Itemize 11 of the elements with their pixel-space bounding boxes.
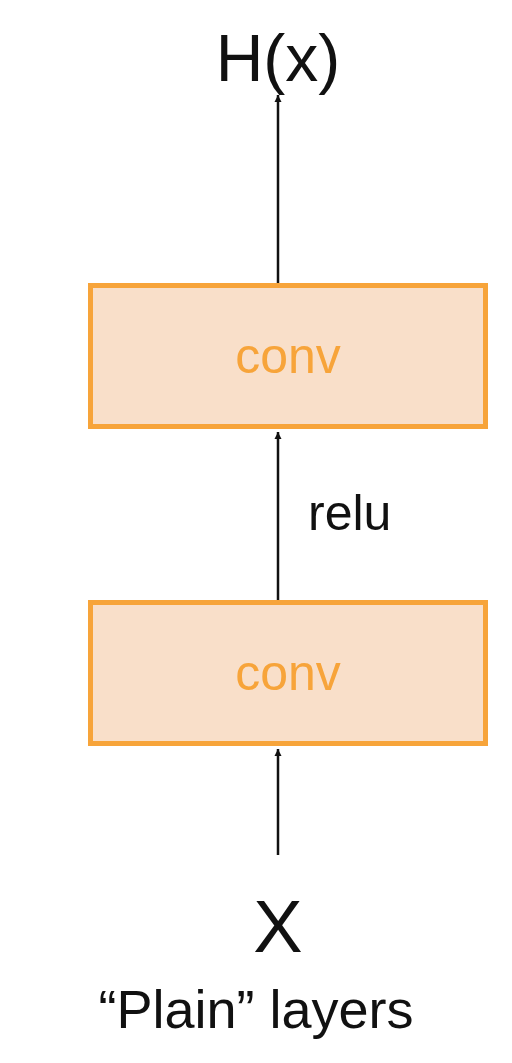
layer-label: conv <box>235 327 341 385</box>
caption: “Plain” layers <box>97 978 415 1040</box>
node-label: X <box>253 883 303 969</box>
layer-label: conv <box>235 644 341 702</box>
process-box <box>88 283 488 429</box>
arrow <box>274 95 282 283</box>
process-box <box>88 600 488 746</box>
arrow <box>274 432 282 600</box>
arrow <box>274 749 282 855</box>
edge-label: relu <box>308 484 392 542</box>
node-label: H(x) <box>215 19 341 96</box>
